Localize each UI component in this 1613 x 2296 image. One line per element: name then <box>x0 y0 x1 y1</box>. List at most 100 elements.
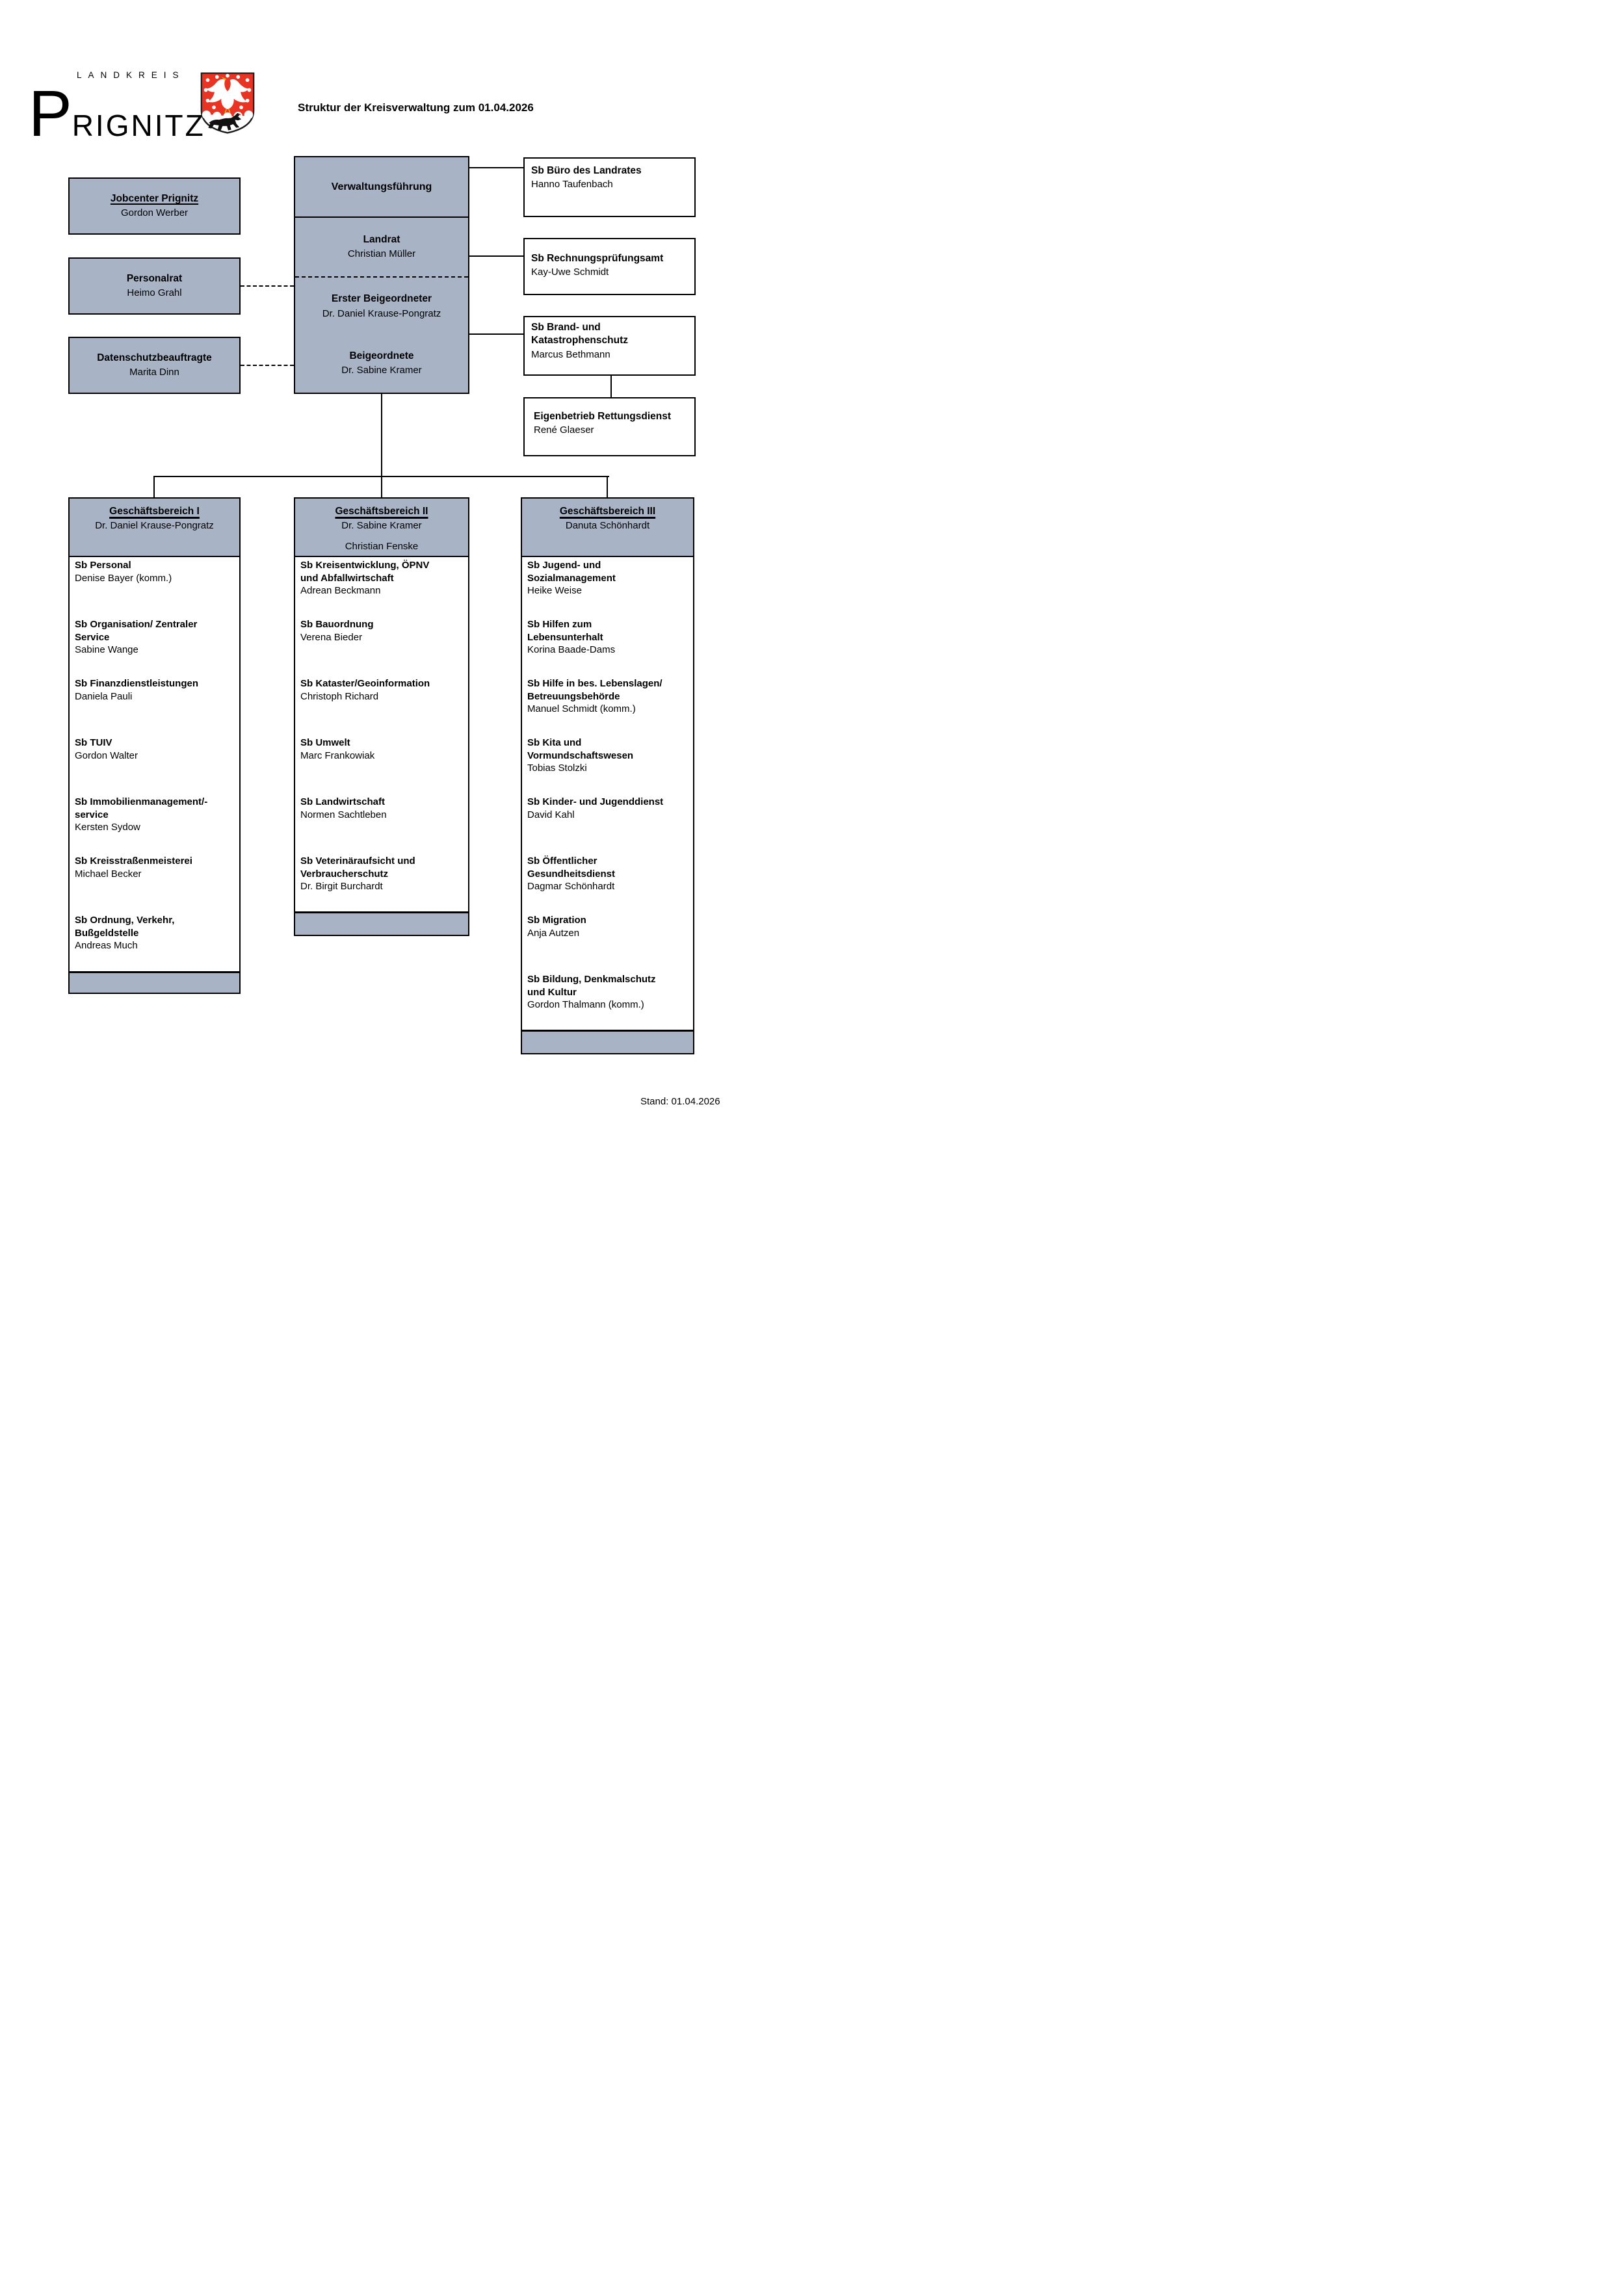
column-geschaeftsbereich-2: Geschäftsbereich II Dr. Sabine Kramer Ch… <box>294 497 469 936</box>
rechnungspruefungsamt-name: Kay-Uwe Schmidt <box>531 267 609 278</box>
unit-title: Sb Kinder- und Jugenddienst <box>527 796 664 807</box>
org-unit: Sb Hilfe in bes. Lebenslagen/ Betreuungs… <box>522 677 693 737</box>
org-unit: Sb Kreisstraßenmeisterei Michael Becker <box>70 855 239 914</box>
org-unit: Sb Öffentlicher Gesundheitsdienst Dagmar… <box>522 855 693 914</box>
unit-name: Tobias Stolzki <box>527 763 587 774</box>
unit-name: Adrean Beckmann <box>300 585 381 596</box>
org-unit: Sb Kreisentwicklung, ÖPNV und Abfallwirt… <box>295 559 468 618</box>
box-personalrat: Personalrat Heimo Grahl <box>68 257 241 315</box>
unit-title: Sb Öffentlicher Gesundheitsdienst <box>527 855 616 880</box>
landrat-role: Landrat <box>363 233 400 245</box>
unit-name: Michael Becker <box>75 868 142 880</box>
unit-title: Sb Landwirtschaft <box>300 796 386 807</box>
connector-drop-gb2 <box>381 476 382 497</box>
gb1-footer-bar <box>70 971 239 993</box>
org-unit: Sb Kita und Vormundschaftswesen Tobias S… <box>522 737 693 796</box>
unit-name: Denise Bayer (komm.) <box>75 572 172 584</box>
unit-name: Gordon Thalmann (komm.) <box>527 999 644 1010</box>
connector-drop-gb3 <box>607 476 608 497</box>
gb1-header: Geschäftsbereich I Dr. Daniel Krause-Pon… <box>70 499 239 557</box>
rettungsdienst-name: René Glaeser <box>534 424 594 436</box>
org-unit: Sb Finanzdienstleistungen Daniela Pauli <box>70 677 239 737</box>
unit-title: Sb Umwelt <box>300 737 350 748</box>
unit-name: Anja Autzen <box>527 927 580 939</box>
org-unit: Sb Immobilienmanagement/- service Kerste… <box>70 796 239 855</box>
connector-brandschutz-to-rettungsdienst <box>610 376 612 397</box>
page-title: Struktur der Kreisverwaltung zum 01.04.2… <box>298 101 534 114</box>
prignitz-coat-of-arms-icon <box>200 72 255 134</box>
gb3-footer-bar <box>522 1030 693 1053</box>
org-unit: Sb Kataster/Geoinformation Christoph Ric… <box>295 677 468 737</box>
unit-title: Sb Immobilienmanagement/- service <box>75 796 208 820</box>
unit-title: Sb Kreisstraßenmeisterei <box>75 855 192 867</box>
gb1-body: Sb Personal Denise Bayer (komm.) Sb Orga… <box>70 557 239 973</box>
unit-name: Manuel Schmidt (komm.) <box>527 703 636 714</box>
unit-name: Christoph Richard <box>300 690 379 702</box>
gb2-title: Geschäftsbereich II <box>335 506 428 517</box>
gb3-header: Geschäftsbereich III Danuta Schönhardt <box>522 499 693 557</box>
org-unit: Sb Organisation/ Zentraler Service Sabin… <box>70 618 239 677</box>
datenschutz-name: Marita Dinn <box>129 367 179 378</box>
gb1-lead: Dr. Daniel Krause-Pongratz <box>95 520 214 532</box>
org-unit: Sb Bildung, Denkmalschutz und Kultur Gor… <box>522 973 693 1032</box>
connector-to-buero <box>469 167 523 168</box>
box-buero-des-landrates: Sb Büro des Landrates Hanno Taufenbach <box>523 157 696 217</box>
gb1-title: Geschäftsbereich I <box>109 506 200 517</box>
unit-title: Sb Ordnung, Verkehr, Bußgeldstelle <box>75 915 175 939</box>
unit-title: Sb Organisation/ Zentraler Service <box>75 619 198 643</box>
verwaltungsfuehrung-header: Verwaltungsführung <box>295 157 468 218</box>
section-beigeordnete: Beigeordnete Dr. Sabine Kramer <box>295 335 468 391</box>
personalrat-name: Heimo Grahl <box>127 287 182 299</box>
unit-title: Sb Kataster/Geoinformation <box>300 678 430 689</box>
org-chart-page: LANDKREIS PRIGNITZ Struktur der Kreisver… <box>0 0 806 1148</box>
unit-name: Heike Weise <box>527 585 582 596</box>
gb2-body: Sb Kreisentwicklung, ÖPNV und Abfallwirt… <box>295 557 468 914</box>
unit-title: Sb Bauordnung <box>300 619 374 630</box>
org-unit: Sb Personal Denise Bayer (komm.) <box>70 559 239 618</box>
unit-name: David Kahl <box>527 809 575 820</box>
org-unit: Sb Bauordnung Verena Bieder <box>295 618 468 677</box>
unit-name: Marc Frankowiak <box>300 750 375 761</box>
unit-title: Sb Finanzdienstleistungen <box>75 678 199 689</box>
box-eigenbetrieb-rettungsdienst: Eigenbetrieb Rettungsdienst René Glaeser <box>523 397 696 456</box>
dashed-connector-datenschutz <box>241 365 294 366</box>
gb2-header: Geschäftsbereich II Dr. Sabine Kramer Ch… <box>295 499 468 557</box>
unit-title: Sb Personal <box>75 560 131 571</box>
org-unit: Sb Ordnung, Verkehr, Bußgeldstelle Andre… <box>70 914 239 973</box>
brandschutz-title: Sb Brand- und Katastrophenschutz <box>531 322 628 346</box>
gb2-footer-bar <box>295 911 468 935</box>
org-unit: Sb Kinder- und Jugenddienst David Kahl <box>522 796 693 855</box>
column-geschaeftsbereich-1: Geschäftsbereich I Dr. Daniel Krause-Pon… <box>68 497 241 994</box>
connector-drop-gb1 <box>153 476 155 497</box>
unit-name: Dr. Birgit Burchardt <box>300 881 383 892</box>
gb2-lead: Dr. Sabine Kramer <box>341 520 422 532</box>
logo-landkreis-text: LANDKREIS <box>77 70 185 80</box>
box-jobcenter: Jobcenter Prignitz Gordon Werber <box>68 177 241 235</box>
erster-beigeordneter-name: Dr. Daniel Krause-Pongratz <box>322 307 441 319</box>
box-rechnungspruefungsamt: Sb Rechnungsprüfungsamt Kay-Uwe Schmidt <box>523 238 696 295</box>
gb2-lead2: Christian Fenske <box>345 541 419 553</box>
section-landrat: Landrat Christian Müller <box>295 218 468 278</box>
rechnungspruefungsamt-title: Sb Rechnungsprüfungsamt <box>531 253 664 264</box>
beigeordnete-name: Dr. Sabine Kramer <box>341 365 422 376</box>
unit-name: Normen Sachtleben <box>300 809 387 820</box>
connector-to-brandschutz <box>469 333 523 335</box>
beigeordnete-role: Beigeordnete <box>349 350 414 361</box>
unit-name: Verena Bieder <box>300 631 363 643</box>
org-unit: Sb Veterinäraufsicht und Verbraucherschu… <box>295 855 468 914</box>
unit-title: Sb Kita und Vormundschaftswesen <box>527 737 634 761</box>
brandschutz-name: Marcus Bethmann <box>531 348 610 360</box>
buero-title: Sb Büro des Landrates <box>531 165 642 176</box>
org-unit: Sb Migration Anja Autzen <box>522 914 693 973</box>
datenschutz-title: Datenschutzbeauftragte <box>97 352 212 363</box>
rettungsdienst-title: Eigenbetrieb Rettungsdienst <box>534 411 671 422</box>
box-brand-katastrophenschutz: Sb Brand- und Katastrophenschutz Marcus … <box>523 316 696 376</box>
org-unit: Sb Hilfen zum Lebensunterhalt Korina Baa… <box>522 618 693 677</box>
jobcenter-name: Gordon Werber <box>120 207 189 219</box>
unit-name: Kersten Sydow <box>75 822 140 833</box>
org-unit: Sb TUIV Gordon Walter <box>70 737 239 796</box>
box-datenschutzbeauftragte: Datenschutzbeauftragte Marita Dinn <box>68 337 241 394</box>
unit-title: Sb Migration <box>527 915 586 926</box>
stand-date: Stand: 01.04.2026 <box>640 1096 720 1107</box>
unit-name: Korina Baade-Dams <box>527 644 616 655</box>
